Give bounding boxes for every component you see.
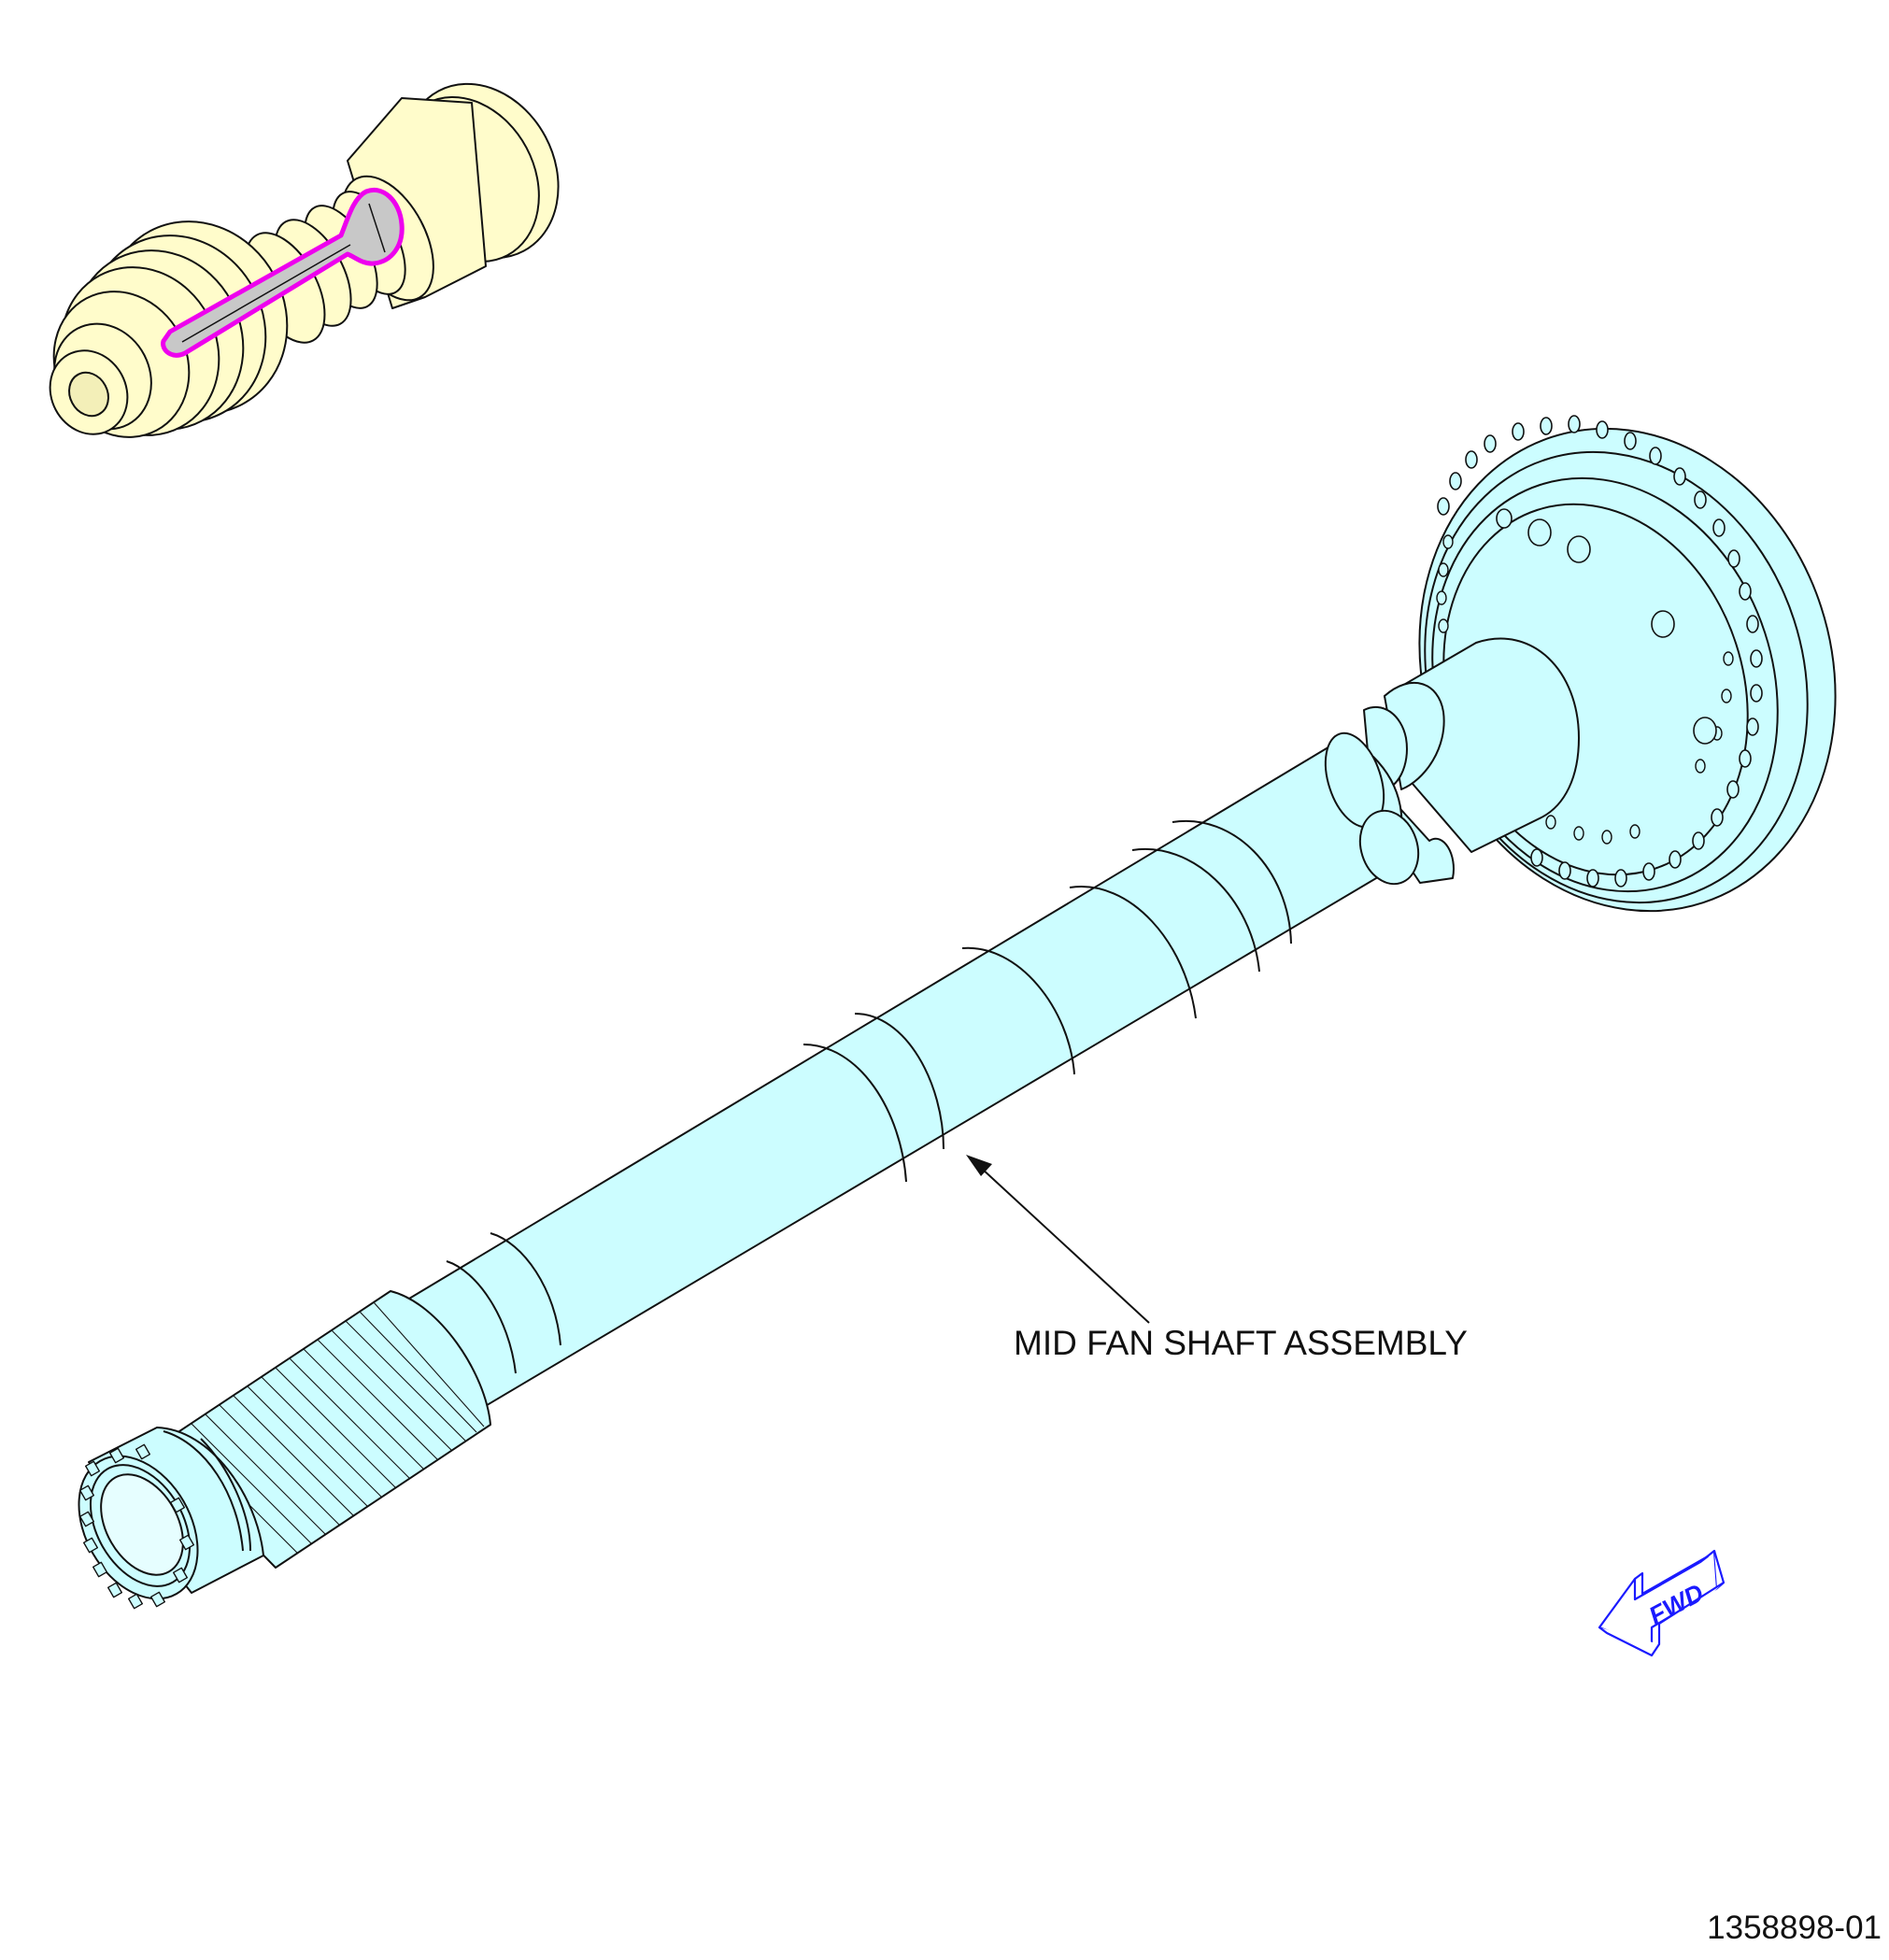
locator-highlight-shaft [161,188,405,358]
flange-bolt-holes [1437,415,1763,888]
callout-label: MID FAN SHAFT ASSEMBLY [1014,1324,1468,1362]
leader-arrowhead-icon [966,1155,992,1176]
flange-face-holes [1496,508,1717,745]
flange-inner-holes [1436,534,1734,845]
shaft-band-lines [446,819,1292,1374]
figure-number: 1358898-01 [1707,1910,1882,1946]
callout-leader [966,1155,1150,1324]
mid-fan-shaft [78,415,1837,1610]
fwd-arrow-icon [1598,1549,1726,1657]
shaft-castellated-end [78,1443,199,1610]
